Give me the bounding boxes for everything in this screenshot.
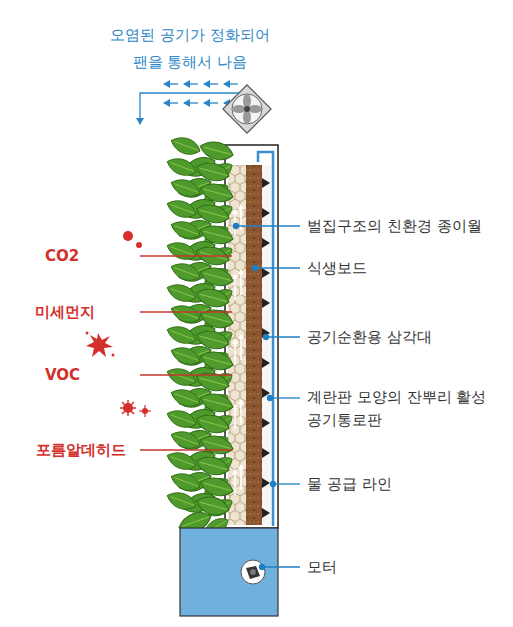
pollutant-label: VOC <box>45 365 80 385</box>
part-label: 벌집구조의 친환경 종이월 <box>307 216 482 236</box>
part-label: 식생보드 <box>307 258 367 278</box>
part-label: 모터 <box>307 557 337 577</box>
pollutant-label: CO2 <box>45 246 79 266</box>
pollutant-label: 포름알데히드 <box>36 440 126 460</box>
part-label: 물 공급 라인 <box>307 474 392 494</box>
part-label: 공기순환용 삼각대 <box>307 327 432 347</box>
part-label: 계란판 모양의 잔뿌리 활성 공기통로판 <box>307 386 507 432</box>
outflow-note: 오염된 공기가 정화되어 팬을 통해서 나음 <box>100 22 280 76</box>
pollutant-label: 미세먼지 <box>35 302 95 322</box>
